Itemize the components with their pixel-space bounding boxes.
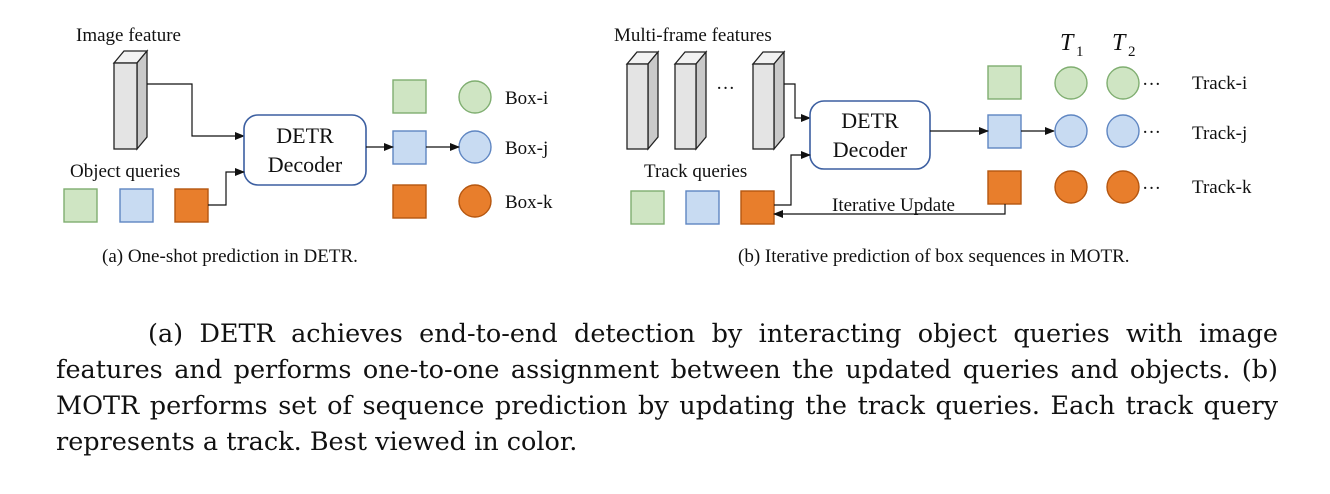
features-to-decoder-arrow: [784, 83, 811, 122]
track-query-green: [630, 190, 665, 225]
detr-decoder-a: DETR Decoder: [243, 114, 367, 186]
image-feature-label: Image feature: [76, 25, 181, 46]
time-step-t2: T 2: [1112, 30, 1136, 60]
frame-feature-1: [625, 50, 660, 151]
panel-a-caption: (a) One-shot prediction in DETR.: [102, 246, 358, 267]
track-i-t2-circle: [1106, 66, 1140, 100]
frame-feature-3: [751, 50, 786, 151]
panel-b: Multi-frame features ··· DETR Decoder Tr…: [614, 25, 1252, 267]
track-k-t2-circle: [1106, 170, 1140, 204]
track-i-ellipsis: ···: [1142, 74, 1161, 95]
track-query-orange: [740, 190, 775, 225]
track-j-label: Track-j: [1192, 123, 1247, 144]
decoder-line2: Decoder: [268, 152, 343, 177]
box-i-circle: [458, 80, 492, 114]
updated-query-blue: [987, 114, 1022, 149]
box-k-label: Box-k: [505, 192, 553, 213]
track-queries-to-decoder-arrow: [774, 151, 811, 206]
frame-feature-2: [673, 50, 708, 151]
svg-text:T: T: [1112, 30, 1127, 56]
panel-a: Image feature DETR Decoder Object querie…: [63, 25, 553, 267]
box-j-circle: [458, 130, 492, 164]
output-query-green: [392, 79, 427, 114]
figure-caption: (a) DETR achieves end-to-end detection b…: [56, 319, 1278, 457]
multi-frame-features-label: Multi-frame features: [614, 25, 772, 46]
track-j-t2-circle: [1106, 114, 1140, 148]
object-queries-label: Object queries: [70, 161, 180, 182]
track-query-blue: [685, 190, 720, 225]
architecture-diagram: Image feature DETR Decoder Object querie…: [63, 25, 1252, 267]
feature-to-decoder-arrow: [147, 83, 245, 140]
frames-ellipsis: ···: [716, 78, 735, 99]
track-k-ellipsis: ···: [1142, 178, 1161, 199]
object-query-green: [63, 188, 98, 223]
image-feature-block: [112, 49, 149, 151]
iterative-update-label: Iterative Update: [832, 195, 955, 216]
iterative-update-arrow: [773, 204, 1006, 218]
detr-decoder-b: DETR Decoder: [809, 100, 931, 170]
svg-text:T: T: [1060, 30, 1075, 56]
track-j-ellipsis: ···: [1142, 122, 1161, 143]
track-queries-label: Track queries: [644, 161, 747, 182]
track-i-label: Track-i: [1192, 73, 1247, 94]
panel-b-caption: (b) Iterative prediction of box sequence…: [738, 246, 1130, 267]
object-query-blue: [119, 188, 154, 223]
track-k-t1-circle: [1054, 170, 1088, 204]
updated-query-orange: [987, 170, 1022, 205]
time-step-t1: T 1: [1060, 30, 1084, 60]
updated-query-green: [987, 65, 1022, 100]
queries-to-decoder-arrow: [208, 168, 245, 206]
track-j-t1-circle: [1054, 114, 1088, 148]
track-k-label: Track-k: [1192, 177, 1252, 198]
box-i-label: Box-i: [505, 88, 548, 109]
box-k-circle: [458, 184, 492, 218]
box-j-label: Box-j: [505, 138, 548, 159]
t2-subscript: 2: [1128, 44, 1136, 60]
decoder-line1: DETR: [841, 108, 899, 133]
decoder-line1: DETR: [276, 123, 334, 148]
output-query-blue: [392, 130, 427, 165]
object-query-orange: [174, 188, 209, 223]
track-i-t1-circle: [1054, 66, 1088, 100]
output-query-orange: [392, 184, 427, 219]
t1-subscript: 1: [1076, 44, 1084, 60]
decoder-line2: Decoder: [833, 137, 908, 162]
